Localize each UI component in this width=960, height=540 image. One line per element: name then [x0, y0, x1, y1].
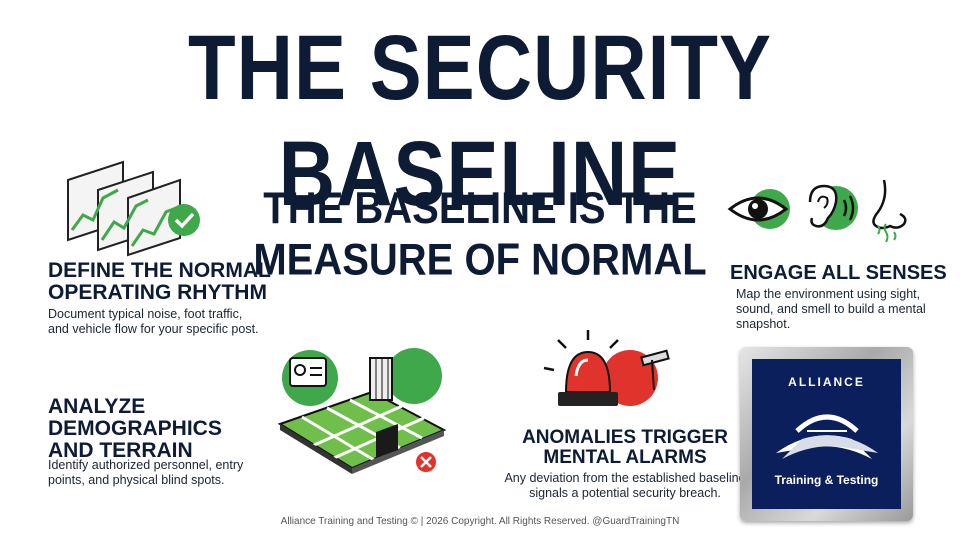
ear-icon	[808, 184, 858, 230]
charts-check-icon	[67, 160, 200, 257]
alarms-heading: ANOMALIES TRIGGER MENTAL ALARMS	[522, 427, 728, 468]
terrain-body: Identify authorized personnel, entry poi…	[48, 458, 244, 487]
map-icon	[277, 348, 447, 474]
logo-icon	[776, 414, 878, 459]
footer-copyright: Alliance Training and Testing © | 2026 C…	[280, 516, 680, 527]
logo-bottom-text: Training & Testing	[774, 473, 879, 487]
center-statement: THE BASELINE IS THE MEASURE OF NORMAL	[253, 183, 707, 285]
alarms-body: Any deviation from the established basel…	[504, 471, 746, 500]
senses-heading: ENGAGE ALL SENSES	[730, 262, 947, 284]
terrain-heading: ANALYZE DEMOGRAPHICS AND TERRAIN	[48, 395, 222, 462]
rhythm-heading: DEFINE THE NORMAL OPERATING RHYTHM	[48, 259, 271, 304]
eye-icon	[727, 189, 790, 229]
logo-top-text: ALLIANCE	[788, 375, 865, 389]
senses-body: Map the environment using sight, sound, …	[736, 287, 926, 331]
alarm-light-icon	[543, 330, 670, 406]
alliance-logo: ALLIANCE Training & Testing	[740, 347, 913, 521]
rhythm-body: Document typical noise, foot traffic, an…	[48, 307, 259, 336]
nose-icon	[872, 179, 907, 243]
page-title: THE SECURITY BASELINE	[187, 14, 773, 226]
